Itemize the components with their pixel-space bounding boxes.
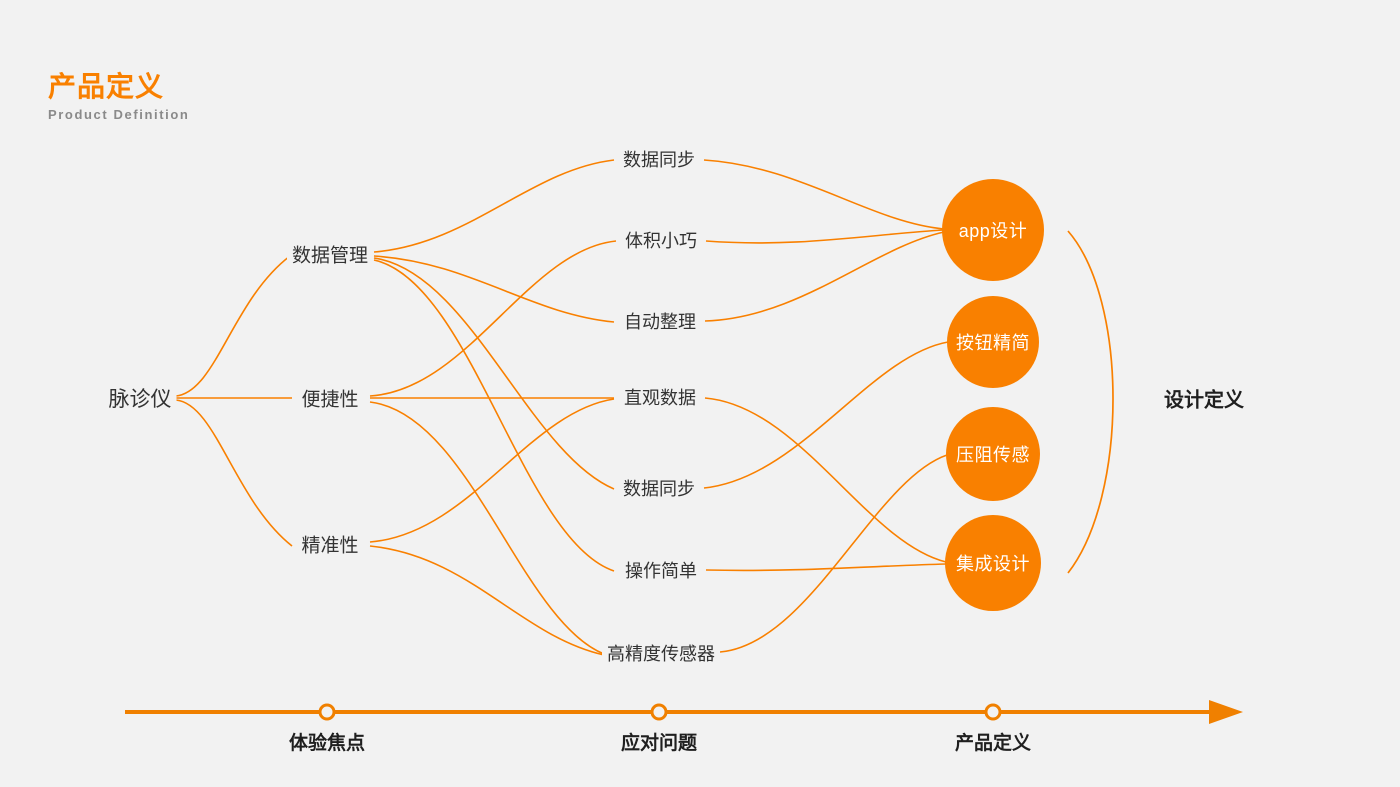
link-shujuguanli-zidongzhengli — [373, 255, 615, 323]
circle-node-anniujingjian[interactable]: 按钮精简 — [947, 296, 1039, 388]
circle-node-jichengsheji[interactable]: 集成设计 — [945, 515, 1041, 611]
circle-node-appsheji[interactable]: app设计 — [942, 179, 1044, 281]
link-jingzhunxing-gaojingduchuanganqi — [369, 545, 605, 656]
brace-curve-icon — [1067, 230, 1114, 574]
links-root-to-level2 — [175, 255, 293, 547]
link-shujuguanli-caozuojiandan — [373, 259, 615, 572]
page-title: 产品定义 — [48, 71, 165, 102]
link-root-shujuguanli — [175, 255, 291, 397]
link-bianjiexing-tijixiaoqiao — [369, 240, 617, 397]
timeline-label-2[interactable]: 产品定义 — [954, 733, 1032, 754]
link-tijixiaoqiao-appsheji — [705, 229, 945, 244]
link-shujuguanli-shujutongbu-b — [373, 257, 615, 490]
timeline-graphics — [125, 700, 1243, 724]
timeline-arrow-icon — [1209, 700, 1243, 724]
timeline-marker-1[interactable] — [650, 703, 668, 721]
links-level3-to-circles — [703, 159, 949, 653]
summary-brace — [1067, 230, 1114, 574]
link-jingzhunxing-zhiguanshuju — [369, 398, 615, 543]
node-level3-tijixiaoqiao[interactable]: 体积小巧 — [620, 227, 702, 253]
link-bianjiexing-gaojingduchuanganqi — [369, 401, 605, 655]
link-caozuojiandan-jichengsheji — [705, 563, 947, 572]
link-zidongzhengli-appsheji — [704, 231, 945, 322]
page-subtitle: Product Definition — [48, 107, 190, 122]
summary-label: 设计定义 — [1164, 389, 1244, 412]
node-level2-bianjiexing[interactable]: 便捷性 — [296, 384, 364, 412]
node-level2-shujuguanli[interactable]: 数据管理 — [286, 240, 374, 268]
link-shujutongbu-b-anniujingjian — [703, 341, 949, 489]
node-root[interactable]: 脉诊仪 — [103, 383, 177, 413]
timeline-label-1[interactable]: 应对问题 — [620, 733, 698, 754]
circle-node-yazuchuangan[interactable]: 压阻传感 — [946, 407, 1040, 501]
page-header: 产品定义 Product Definition — [48, 70, 368, 124]
node-level2-jingzhunxing[interactable]: 精准性 — [296, 530, 364, 558]
link-gaojingduchuanganqi-yazuchuangan — [719, 454, 948, 653]
link-shujutongbu-a-appsheji — [703, 159, 945, 230]
node-level3-zhiguanshuju[interactable]: 直观数据 — [619, 384, 701, 410]
timeline-marker-0[interactable] — [318, 703, 336, 721]
node-level3-shujutongbu-bottom[interactable]: 数据同步 — [618, 475, 700, 501]
timeline-label-0[interactable]: 体验焦点 — [288, 733, 366, 754]
link-shujuguanli-shujutongbu-a — [373, 159, 615, 253]
link-zhiguanshuju-jichengsheji — [704, 397, 947, 563]
node-level3-caozuojiandan[interactable]: 操作简单 — [620, 557, 702, 583]
node-level3-zidongzhengli[interactable]: 自动整理 — [619, 308, 701, 334]
timeline-marker-2[interactable] — [984, 703, 1002, 721]
node-level3-shujutongbu-top[interactable]: 数据同步 — [618, 146, 700, 172]
node-level3-gaojingduchuanganqi[interactable]: 高精度传感器 — [602, 640, 720, 666]
links-level2-to-level3 — [369, 159, 617, 656]
link-root-jingzhunxing — [175, 399, 293, 547]
